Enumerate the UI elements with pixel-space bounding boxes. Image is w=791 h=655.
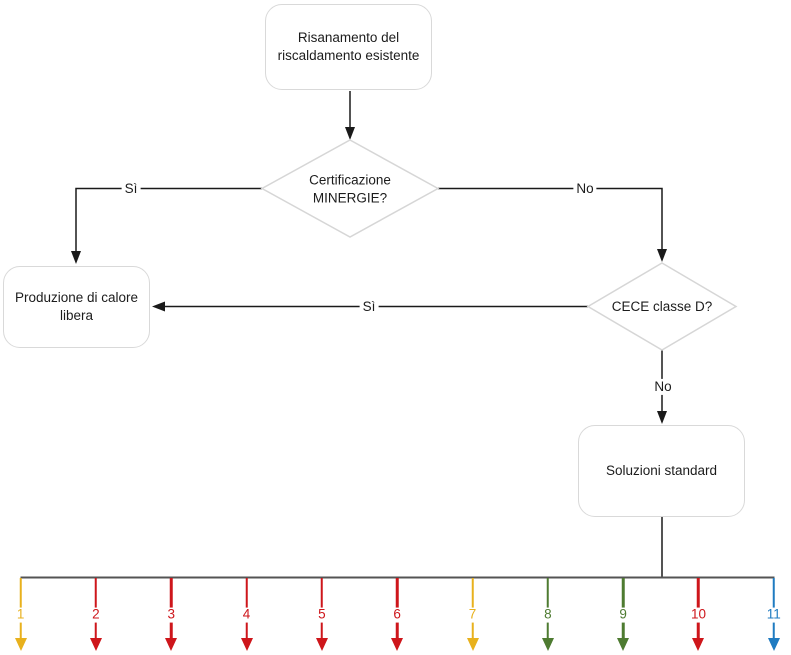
start-node-label: Risanamento del riscaldamento esistente: [277, 30, 420, 63]
outcome-arrowhead-icon: [89, 638, 102, 651]
start-node: Risanamento del riscaldamento esistente: [265, 4, 432, 90]
outcome-number: 11: [765, 606, 782, 623]
outcome-arrow-11: 11: [765, 578, 782, 655]
outcome-arrow-2: 2: [88, 578, 104, 655]
edge-label-minergie-yes: Sì: [121, 180, 141, 198]
outcome-arrowhead-icon: [767, 638, 780, 651]
outcome-arrowhead-icon: [391, 638, 404, 651]
outcome-arrowhead-icon: [541, 638, 554, 651]
outcome-number: 3: [166, 606, 176, 623]
outcome-arrow-6: 6: [389, 578, 405, 655]
outcome-number: 1: [15, 606, 26, 623]
free-heat-node: Produzione di calore libera: [3, 266, 150, 348]
connector-line: [438, 187, 663, 251]
minergie-diamond-shape: [260, 139, 440, 238]
outcome-arrow-9: 9: [615, 578, 631, 655]
arrowhead-down-icon: [71, 251, 81, 264]
edge-label-cece-no: No: [651, 378, 675, 396]
outcome-arrow-5: 5: [314, 578, 330, 655]
outcome-arrowhead-icon: [617, 638, 630, 651]
arrowhead-left-icon: [152, 301, 165, 312]
outcome-arrowhead-icon: [692, 638, 705, 651]
outcome-number: 4: [241, 606, 252, 623]
edge-label-minergie-no: No: [573, 180, 597, 198]
outcome-arrowhead-icon: [14, 638, 27, 651]
standard-solutions-node-label: Soluzioni standard: [605, 463, 718, 479]
outcome-arrow-10: 10: [689, 578, 707, 655]
outcome-arrowhead-icon: [466, 638, 479, 651]
connector-line: [75, 187, 262, 253]
outcome-arrowhead-icon: [240, 638, 253, 651]
outcome-arrow-4: 4: [239, 578, 255, 655]
arrowhead-down-icon: [345, 127, 355, 140]
edge-label-cece-yes: Sì: [359, 298, 379, 316]
outcome-number: 5: [317, 606, 327, 623]
outcome-number: 10: [689, 606, 707, 623]
arrowhead-down-icon: [657, 249, 667, 262]
outcome-number: 8: [543, 606, 553, 623]
outcome-arrow-1: 1: [13, 578, 29, 655]
outcome-arrowhead-icon: [165, 638, 178, 651]
arrowhead-down-icon: [657, 411, 667, 424]
outcome-number: 9: [618, 606, 628, 623]
outcome-number: 6: [392, 606, 402, 623]
cece-diamond-shape: [586, 262, 738, 351]
standard-solutions-node: Soluzioni standard: [578, 425, 745, 517]
outcome-number: 7: [467, 606, 478, 623]
free-heat-node-label: Produzione di calore libera: [14, 290, 139, 323]
outcome-arrow-8: 8: [540, 578, 556, 655]
outcome-arrowhead-icon: [315, 638, 328, 651]
outcome-arrow-7: 7: [465, 578, 481, 655]
outcome-arrow-3: 3: [163, 578, 179, 655]
outcome-number: 2: [91, 606, 101, 623]
